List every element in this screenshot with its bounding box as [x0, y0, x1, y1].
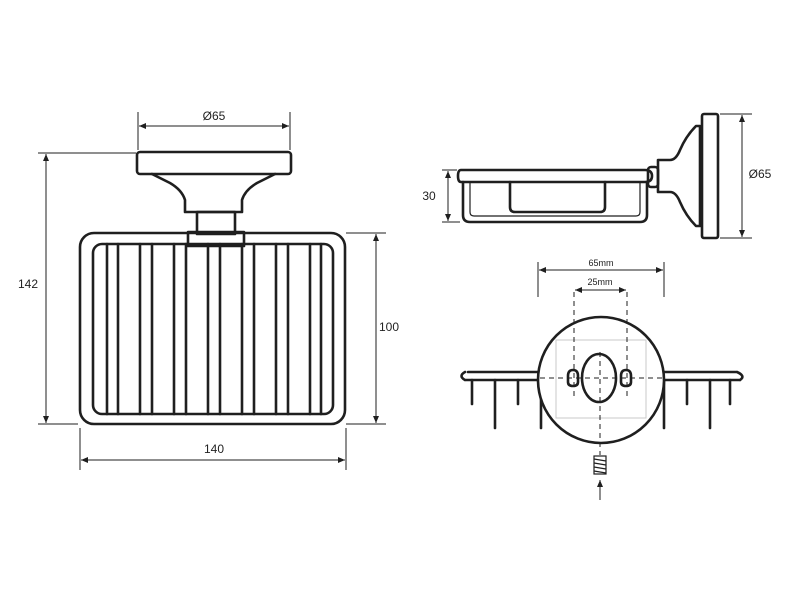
screw-hole-left — [566, 368, 580, 388]
inner-bar — [508, 180, 607, 214]
right-rail — [658, 370, 744, 382]
basket-height-label: 100 — [379, 320, 399, 334]
dimension-width: 140 — [79, 428, 347, 470]
side-flange-diameter-label: Ø65 — [749, 167, 772, 181]
basket-outer-frame — [78, 231, 347, 426]
side-wall-flange — [700, 112, 720, 240]
basket-inner-frame — [91, 242, 335, 416]
basket-bar — [274, 242, 290, 416]
dimension-overall-height: 142 — [18, 152, 136, 425]
wall-flange — [135, 150, 293, 176]
dimension-flange-diameter: Ø65 — [137, 109, 291, 150]
left-rail — [460, 370, 547, 382]
right-posts — [662, 378, 732, 430]
flange-diameter-label: Ø65 — [203, 109, 226, 123]
side-neck — [656, 124, 702, 228]
screw-hole-right — [619, 368, 633, 388]
basket-bar — [105, 242, 120, 416]
front-view: Ø65 142 100 140 — [18, 109, 399, 470]
dimension-hole-offset: 25mm — [575, 277, 626, 293]
mounting-view: 65mm 25mm — [460, 258, 744, 500]
hole-offset-label: 25mm — [587, 277, 612, 287]
basket-side-inner — [469, 182, 641, 217]
dimension-depth: 30 — [422, 169, 460, 223]
side-view: 30 Ø65 — [422, 112, 772, 240]
basket-bar — [308, 242, 323, 416]
basket-bar — [172, 242, 188, 416]
dimension-hole-span: 65mm — [537, 258, 665, 297]
width-label: 140 — [204, 442, 224, 456]
top-rail — [456, 168, 654, 184]
overall-height-label: 142 — [18, 277, 38, 291]
mounting-plate — [536, 315, 666, 445]
dimension-basket-height: 100 — [346, 232, 399, 425]
basket-bar — [240, 242, 256, 416]
depth-label: 30 — [422, 189, 436, 203]
bracket-neck — [150, 172, 277, 214]
basket-bars — [105, 242, 323, 416]
backing-plate — [555, 339, 647, 419]
basket-bar — [138, 242, 154, 416]
left-posts — [470, 378, 543, 430]
basket-bar — [206, 242, 222, 416]
hole-span-label: 65mm — [588, 258, 613, 268]
dimension-side-flange: Ø65 — [720, 113, 772, 239]
fixing-screw — [593, 455, 607, 475]
basket-side — [461, 180, 649, 224]
